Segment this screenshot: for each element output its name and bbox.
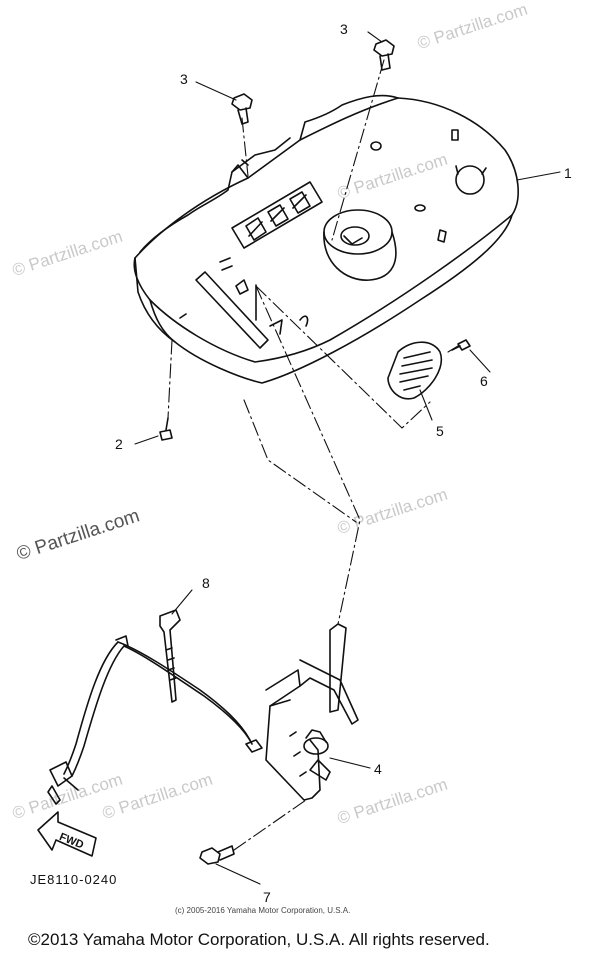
small-copyright: (c) 2005-2016 Yamaha Motor Corporation, … [175, 906, 351, 915]
callout-3: 3 [340, 21, 348, 37]
callout-3: 3 [180, 71, 188, 87]
callout-2: 2 [115, 436, 123, 452]
callout-8: 8 [202, 575, 210, 591]
bolt-3-left [231, 93, 253, 125]
alignment-lines [167, 59, 459, 851]
clip-8 [159, 609, 181, 703]
leader-lines [134, 31, 561, 885]
control-cable [47, 635, 253, 805]
callout-7: 7 [263, 889, 271, 905]
bolt-7 [199, 845, 235, 865]
drawing-code: JE8110-0240 [30, 872, 118, 887]
callout-5: 5 [436, 423, 444, 439]
callout-4: 4 [374, 761, 382, 777]
footer-copyright: ©2013 Yamaha Motor Corporation, U.S.A. A… [28, 930, 490, 949]
bracket-assembly-4 [245, 623, 359, 801]
callout-6: 6 [480, 373, 488, 389]
bolt-3-top [373, 39, 395, 71]
fwd-arrow-outline [37, 811, 97, 857]
bolt-2 [159, 417, 173, 441]
callout-1: 1 [564, 165, 572, 181]
knob-5 [387, 341, 443, 400]
cover-panel [133, 94, 519, 384]
